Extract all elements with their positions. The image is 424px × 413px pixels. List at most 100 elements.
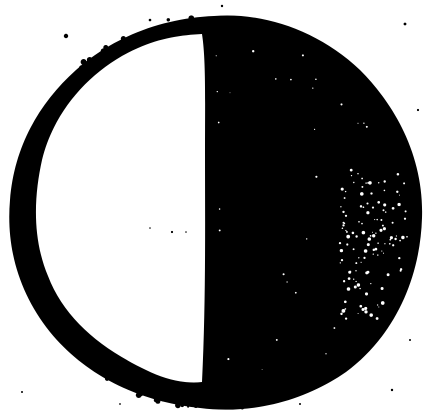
speck <box>370 283 371 284</box>
speck <box>398 257 400 259</box>
speck <box>396 191 398 193</box>
speck <box>149 227 151 229</box>
speck <box>361 178 363 180</box>
speck <box>64 34 68 38</box>
speck <box>185 231 187 233</box>
speck <box>315 176 317 178</box>
speck <box>227 358 229 360</box>
rim-bump <box>241 406 244 409</box>
rim-bump <box>45 106 49 110</box>
speck <box>417 109 419 111</box>
speck <box>380 219 382 221</box>
rim-bump <box>373 321 378 326</box>
speck <box>364 249 368 253</box>
rim-bump <box>378 101 382 105</box>
speck <box>376 219 377 220</box>
speck <box>325 353 326 354</box>
speck <box>355 235 357 237</box>
rim-bump <box>410 213 413 216</box>
speck <box>384 243 385 244</box>
rim-bump <box>309 379 313 383</box>
rim-bump <box>48 321 54 327</box>
speck <box>404 218 406 220</box>
speck <box>361 223 363 225</box>
speck <box>358 257 359 258</box>
rim-bump <box>252 399 258 405</box>
speck <box>381 251 382 252</box>
speck <box>290 79 292 81</box>
speck <box>381 287 384 290</box>
rim-bump <box>49 100 54 105</box>
speck <box>373 253 374 254</box>
speck <box>21 391 23 393</box>
speck <box>372 207 374 209</box>
rim-bump <box>25 144 30 149</box>
speck <box>362 231 366 235</box>
speck <box>299 403 301 405</box>
speck <box>379 229 382 232</box>
speck <box>275 78 277 80</box>
speck <box>383 209 385 211</box>
speck <box>366 202 368 204</box>
speck <box>276 339 278 341</box>
speck <box>357 173 358 174</box>
rim-bump <box>87 57 93 63</box>
speck <box>363 206 365 208</box>
speck <box>400 270 402 272</box>
rim-bump <box>162 399 165 402</box>
speck <box>221 5 223 7</box>
speck <box>396 235 397 236</box>
speck <box>357 283 360 286</box>
speck <box>392 244 394 246</box>
speck <box>216 55 217 56</box>
speck <box>340 206 341 207</box>
speck <box>345 308 347 310</box>
rim-bump <box>29 282 32 285</box>
speck <box>358 313 359 314</box>
speck <box>230 92 231 93</box>
speck <box>365 292 368 295</box>
speck <box>357 123 358 124</box>
speck <box>377 242 379 244</box>
rim-bump <box>19 167 21 169</box>
speck <box>368 181 371 184</box>
speck <box>389 239 391 241</box>
speck <box>355 281 356 282</box>
rim-bump <box>41 311 46 316</box>
speck <box>392 222 394 224</box>
speck <box>375 233 376 234</box>
rim-bump <box>408 199 412 203</box>
speck <box>286 281 287 282</box>
speck <box>295 292 297 294</box>
rim-bump <box>313 40 318 45</box>
rim-bump <box>181 404 184 407</box>
speck <box>372 234 375 237</box>
speck <box>219 229 221 231</box>
rim-bump <box>79 65 85 71</box>
speck <box>404 23 407 26</box>
speck <box>369 313 372 316</box>
speck <box>302 54 304 56</box>
speck <box>340 262 341 263</box>
speck <box>339 242 341 244</box>
speck <box>171 231 173 233</box>
speck <box>355 270 356 271</box>
speck <box>351 175 352 176</box>
speck <box>217 91 218 92</box>
speck <box>342 228 344 230</box>
speck <box>361 186 363 188</box>
speck <box>340 313 342 315</box>
speck <box>397 173 400 176</box>
speck <box>345 302 346 303</box>
speck <box>394 238 396 240</box>
speck <box>359 288 360 289</box>
speck <box>378 182 379 183</box>
speck <box>360 205 362 207</box>
speck <box>342 309 346 313</box>
speck <box>382 225 384 227</box>
speck <box>391 389 393 391</box>
speck <box>383 203 386 206</box>
speck <box>341 188 344 191</box>
rim-bump <box>262 398 267 403</box>
speck <box>363 123 364 124</box>
